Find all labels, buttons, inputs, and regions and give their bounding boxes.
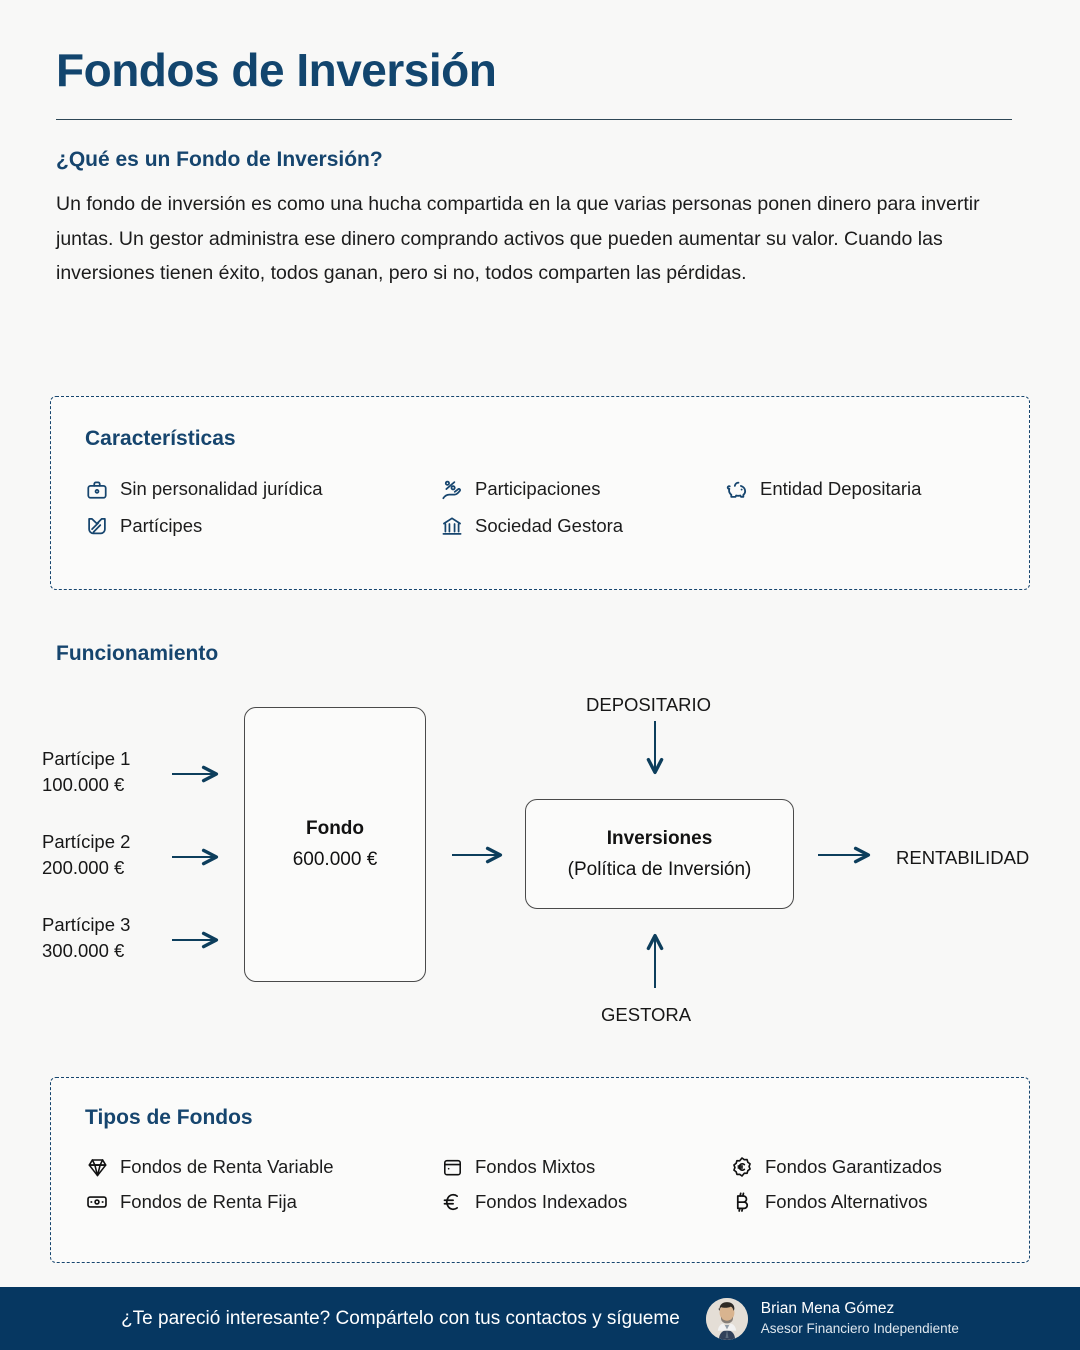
footer-cta-text: ¿Te pareció interesante? Compártelo con … [121,1307,680,1329]
tipo-item: Fondos Garantizados [730,1156,995,1178]
bank-building-icon [440,515,464,537]
tipo-label: Fondos Indexados [475,1191,628,1213]
tipo-label: Fondos Garantizados [765,1156,942,1177]
piggy-bank-icon [725,478,749,501]
wallet-icon [440,1157,464,1178]
tipos-de-fondos-panel: Tipos de Fondos Fondos de Renta Variable [50,1077,1030,1263]
author-text: Brian Mena Gómez Asesor Financiero Indep… [761,1299,959,1338]
tipo-label: Fondos de Renta Variable [120,1156,334,1177]
tipo-item: Fondos Mixtos [440,1156,730,1178]
depositario-label: DEPOSITARIO [586,694,712,715]
caracteristicas-panel: Características Sin personalidad jurídic… [50,396,1030,590]
section-heading-question: ¿Qué es un Fondo de Inversión? [56,147,383,171]
caracteristica-label: Partícipes [120,515,203,536]
handshake-icon [85,515,109,537]
intro-paragraph: Un fondo de inversión es como una hucha … [56,192,980,285]
diamond-icon [85,1157,109,1178]
tipos-list: Fondos de Renta Variable Fondos Mixtos [85,1156,995,1213]
inversiones-sublabel: (Política de Inversión) [567,858,752,880]
caracteristica-item: Partícipes [85,515,440,537]
participe-3: Partícipe 3 300.000 € [42,914,131,962]
tipos-title: Tipos de Fondos [85,1106,253,1129]
caracteristica-item: Participaciones [440,478,725,501]
author-name: Brian Mena Gómez [760,1299,895,1317]
footer-bar: ¿Te pareció interesante? Compártelo con … [0,1287,1080,1350]
caracteristica-item: Sociedad Gestora [440,515,725,537]
title-divider [56,118,1012,120]
avatar [705,1297,748,1340]
caracteristicas-title: Características [85,427,236,450]
banknote-icon [85,1191,109,1213]
inversiones-box: Inversiones (Política de Inversión) [525,799,794,909]
caracteristica-label: Sin personalidad jurídica [120,478,323,500]
briefcase-icon [85,479,109,501]
tipo-item: Fondos Indexados [440,1191,730,1213]
caracteristica-item: Entidad Depositaria [725,478,995,501]
fondo-label: Fondo [305,818,365,839]
tipo-item: Fondos de Renta Variable [85,1156,440,1178]
euro-badge-icon [730,1156,754,1178]
author-role: Asesor Financiero Independiente [760,1320,959,1336]
fondo-box: Fondo 600.000 € [244,707,426,982]
gestora-label: GESTORA [601,1004,692,1025]
participe-1: Partícipe 1 100.000 € [42,748,131,796]
caracteristicas-list: Sin personalidad jurídica Participacione… [85,478,995,537]
tipo-label: Fondos Alternativos [765,1191,928,1213]
bitcoin-icon [730,1191,754,1213]
caracteristica-item: Sin personalidad jurídica [85,478,440,501]
participe-2: Partícipe 2 200.000 € [42,831,131,879]
tipo-label: Fondos Mixtos [475,1156,596,1177]
page-title: Fondos de Inversión [56,44,497,96]
rentabilidad-label: RENTABILIDAD [896,847,1030,868]
fondo-amount: 600.000 € [292,849,378,870]
hand-percent-icon [440,479,464,501]
tipo-label: Fondos de Renta Fija [120,1191,297,1213]
caracteristica-label: Participaciones [475,478,601,500]
caracteristica-label: Sociedad Gestora [475,515,624,536]
caracteristica-label: Entidad Depositaria [760,478,922,500]
author-block: Brian Mena Gómez Asesor Financiero Indep… [705,1297,959,1340]
tipo-item: Fondos Alternativos [730,1191,995,1213]
tipo-item: Fondos de Renta Fija [85,1191,440,1213]
inversiones-label: Inversiones [606,827,713,849]
funcionamiento-title: Funcionamiento [56,642,219,665]
funcionamiento-diagram: Partícipe 1 100.000 € Partícipe 2 200.00… [0,676,1080,1048]
euro-icon [440,1191,464,1213]
